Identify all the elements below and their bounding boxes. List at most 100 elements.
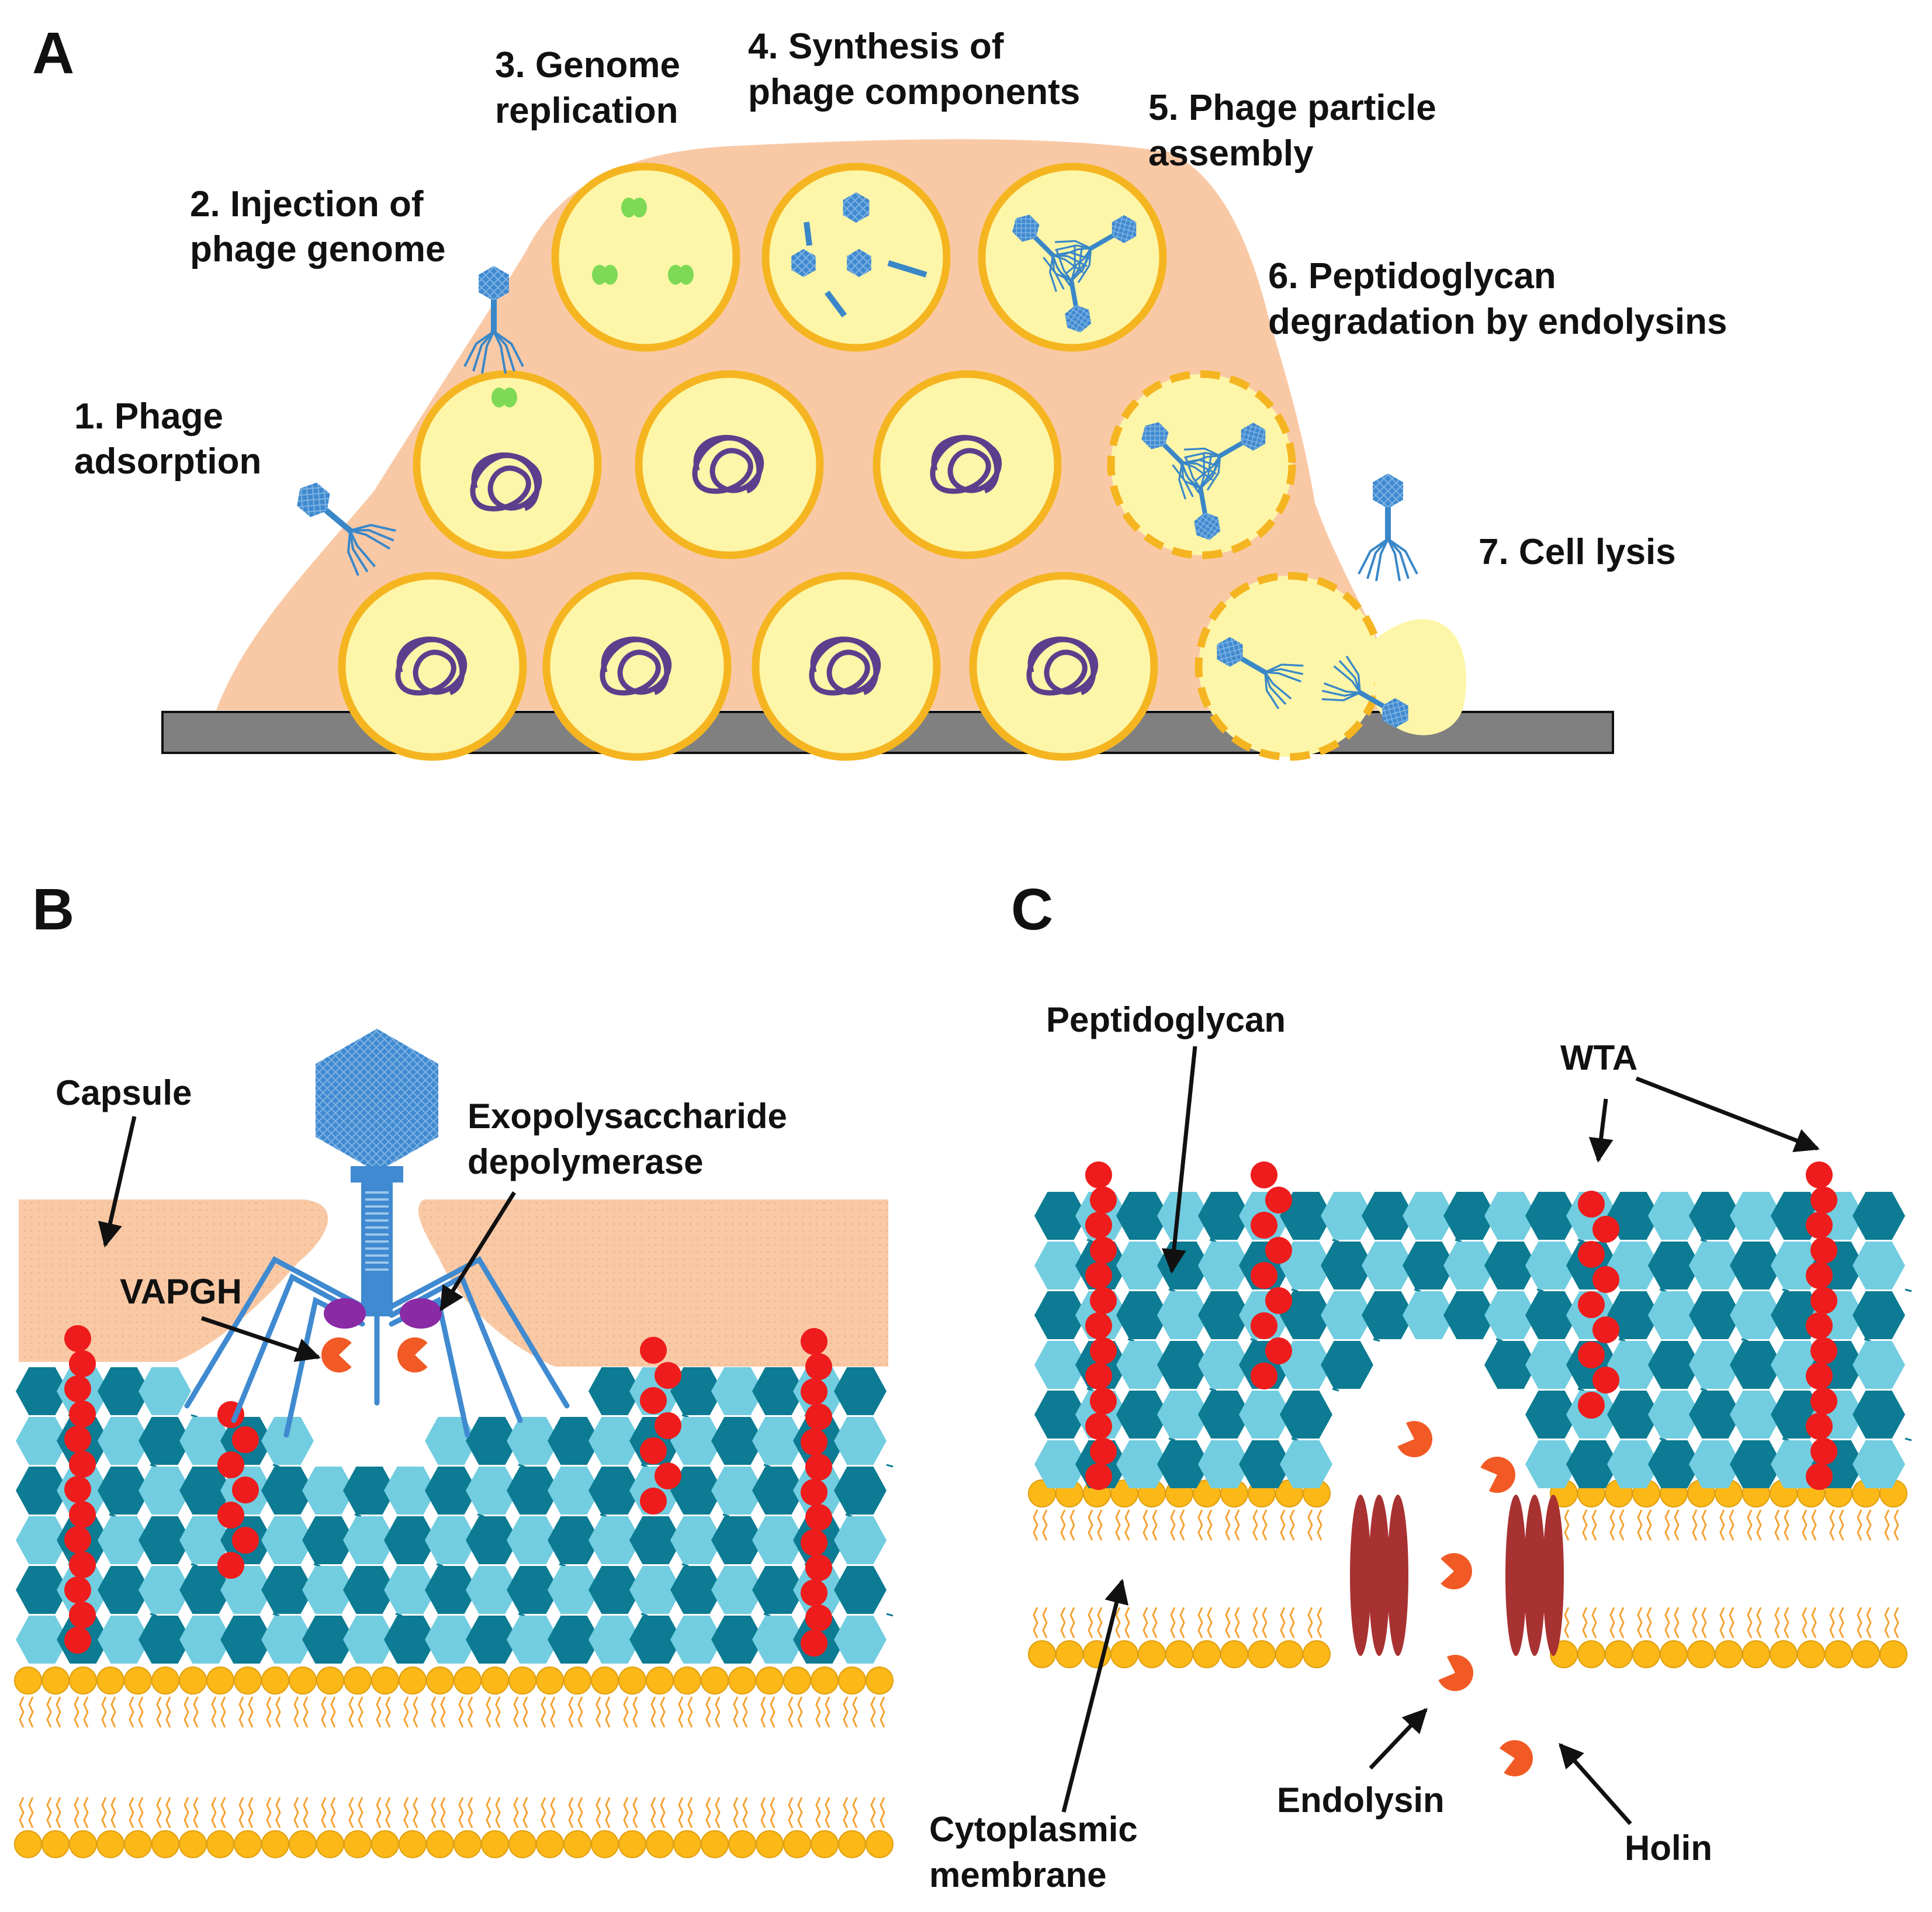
step-2-line2: phage genome [190, 229, 446, 269]
teichoic-acid-unit [655, 1412, 681, 1439]
lipid-head [41, 1666, 70, 1695]
lipid-tail [742, 1696, 748, 1728]
lipid-tail [513, 1696, 519, 1728]
lipid-head [838, 1830, 866, 1858]
lipid-head [646, 1830, 674, 1858]
glycan-nam [1034, 1291, 1087, 1339]
peptide-crosslink [1905, 1288, 1912, 1292]
lipid-head [289, 1666, 317, 1695]
holin-helix [1505, 1495, 1526, 1656]
lipid-head [1742, 1640, 1770, 1668]
phage-tail [1385, 507, 1391, 540]
peptide-crosslink [1659, 1437, 1667, 1441]
lipid-head [865, 1830, 894, 1858]
glycan-nam [1321, 1242, 1373, 1289]
phage-tail-fiber [472, 330, 495, 372]
glycan-nam [1648, 1242, 1701, 1289]
lipid-head [701, 1830, 729, 1858]
phage-tail-fiber [1077, 248, 1092, 283]
glycan-nag [466, 1566, 518, 1614]
lipid-tail [577, 1696, 583, 1728]
phage-b [184, 1029, 570, 1438]
lipid-tail [1289, 1509, 1295, 1541]
glycan-nam [711, 1616, 764, 1664]
lipid-tail [348, 1696, 354, 1728]
glycan-nam [752, 1566, 805, 1614]
lipid-head [1852, 1640, 1880, 1668]
teichoic-acid-unit [1265, 1337, 1292, 1364]
bacterial-chromosome [692, 435, 764, 494]
phage-tail-fiber [1185, 457, 1202, 489]
lipid-tail [138, 1696, 144, 1728]
lipid-tail [183, 1797, 189, 1828]
lipid-tail [705, 1696, 711, 1728]
glycan-nag [1034, 1440, 1087, 1488]
lipid-tail [1893, 1509, 1899, 1541]
phage-tail [324, 508, 353, 534]
glycan-nag [302, 1566, 355, 1614]
lipid-tail [413, 1797, 418, 1828]
bacterial-chromosome [809, 637, 881, 696]
phage-tail-fiber [349, 530, 376, 568]
glycan-nam [1239, 1440, 1292, 1488]
lipid-tail [46, 1797, 52, 1828]
lipid-head [673, 1830, 701, 1858]
teichoic-acid-unit [1090, 1388, 1117, 1415]
glycan-nag [1689, 1341, 1741, 1389]
phage-tail-fiber [1184, 452, 1221, 459]
glycan-nag [588, 1516, 641, 1564]
lipid-tail [431, 1696, 437, 1728]
lipid-head [1770, 1640, 1798, 1668]
tail-component [887, 260, 927, 278]
lipid-tail [1893, 1607, 1899, 1638]
phage-capsid [1241, 422, 1266, 451]
lipid-tail [1664, 1607, 1670, 1638]
lipid-head [673, 1666, 701, 1695]
lipid-head [426, 1830, 454, 1858]
glycan-nam [1648, 1440, 1701, 1488]
peptide-crosslink [1495, 1338, 1503, 1342]
lipid-head [756, 1666, 784, 1695]
teichoic-acid-unit [805, 1353, 832, 1380]
glycan-nag [384, 1467, 437, 1515]
lipid-tail [632, 1696, 638, 1728]
bacterial-chromosome [600, 637, 672, 696]
glycan-nag [343, 1516, 396, 1564]
lipid-tail [1179, 1607, 1185, 1638]
glycan-nam [752, 1467, 805, 1515]
glycan-nam [1280, 1192, 1332, 1240]
lipid-tail [715, 1696, 721, 1728]
phage-genome-copy [592, 265, 607, 285]
lipid-tail [1317, 1509, 1322, 1541]
bacterial-cell [635, 370, 824, 559]
glycan-nam [1280, 1391, 1332, 1439]
glycan-nam [1525, 1291, 1578, 1339]
lipid-tail [1866, 1607, 1872, 1638]
phage [297, 482, 396, 576]
lipid-head [371, 1830, 399, 1858]
lipid-head [1879, 1640, 1907, 1668]
lipid-tail [238, 1696, 244, 1728]
bacterial-cell [969, 572, 1158, 761]
bacterial-chromosome [1026, 637, 1099, 696]
phage-tail-fiber [493, 331, 507, 374]
glycan-nam [384, 1616, 437, 1664]
glycan-nag [507, 1616, 559, 1664]
lipid-tail [385, 1797, 391, 1828]
glycan-nam [1198, 1391, 1251, 1439]
phage-tail-fiber [347, 530, 359, 576]
capsule-arrow [98, 1116, 137, 1248]
glycan-nam [1525, 1192, 1578, 1240]
phage-tail [1218, 441, 1244, 458]
phage-tail-fiber [1057, 247, 1091, 258]
glycan-nag [1157, 1192, 1210, 1240]
glycan-nag [466, 1467, 518, 1515]
wta-label: WTA [1560, 1038, 1637, 1077]
peptide-crosslink [681, 1563, 689, 1567]
teichoic-acid-unit [1085, 1463, 1112, 1490]
glycan-nam [548, 1417, 600, 1465]
step-5-line1: 5. Phage particle [1148, 88, 1436, 128]
step-7-line1: 7. Cell lysis [1479, 532, 1676, 572]
glycan-nam [1730, 1440, 1782, 1488]
teichoic-acid-unit [805, 1403, 832, 1430]
